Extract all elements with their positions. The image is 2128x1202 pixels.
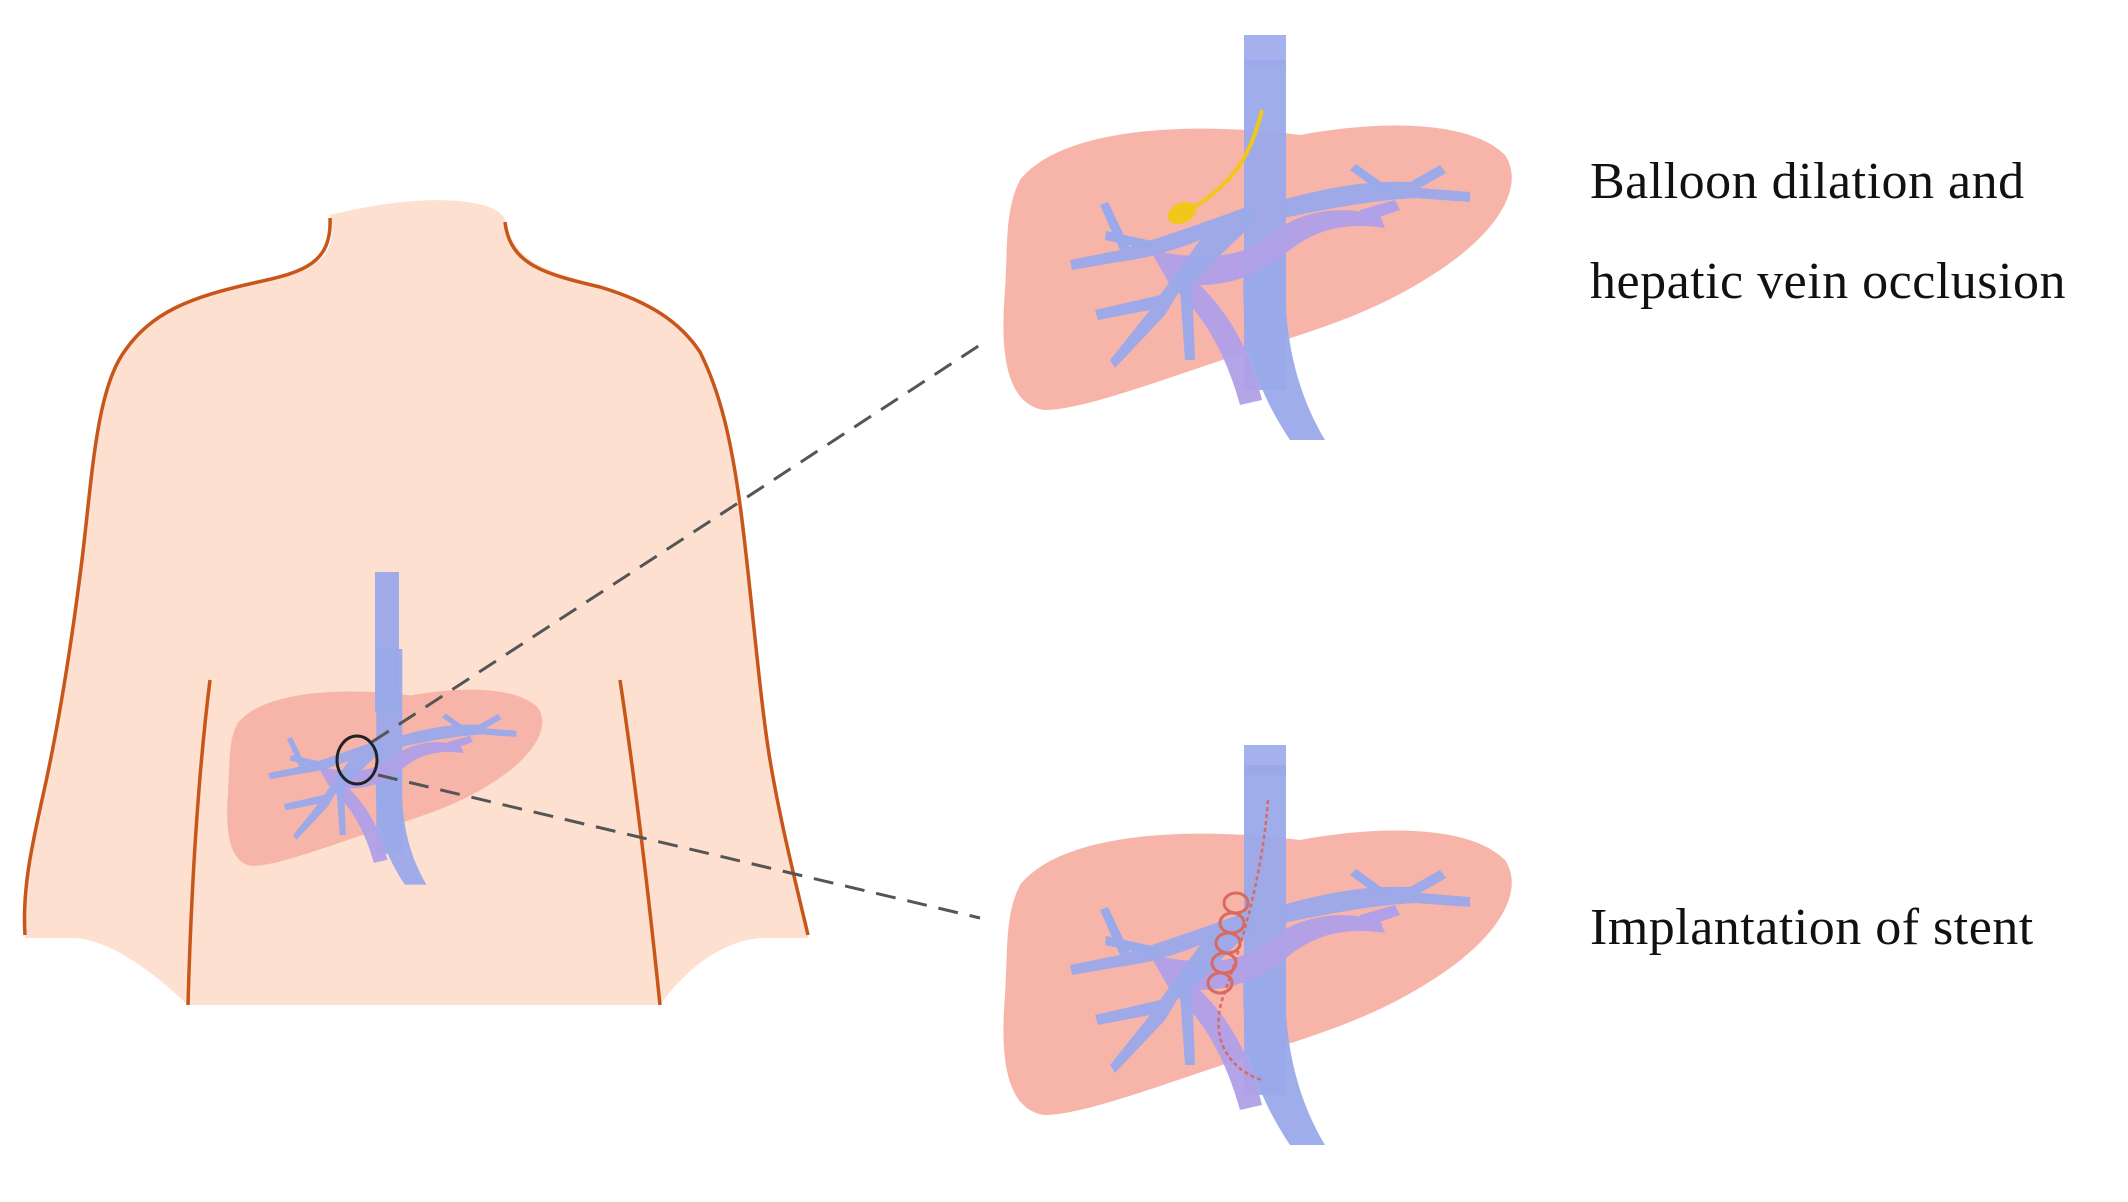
leader-line-bottom: [377, 773, 981, 920]
stent-label: Implantation of stent: [1590, 899, 2034, 956]
liver-stent-view: [1003, 765, 1512, 1145]
stent-icon: [1206, 891, 1250, 995]
bottom-ivc-extension: [1244, 745, 1286, 775]
highlight-circle: [335, 734, 379, 786]
balloon-label-line1: Balloon dilation and: [1590, 153, 2025, 210]
torso-outline: [22, 217, 810, 936]
right-arm-line: [618, 679, 662, 1006]
liver-balloon-view: [1003, 60, 1512, 440]
balloon-icon: [1167, 201, 1197, 225]
torso-silhouette: [24, 200, 808, 1005]
left-arm-line: [186, 679, 212, 1006]
top-ivc-extension: [1244, 35, 1286, 65]
balloon-label-line2: hepatic vein occlusion: [1590, 253, 2066, 310]
leader-line-top: [371, 343, 981, 744]
catheter-wire: [1188, 109, 1264, 212]
torso-ivc: [375, 572, 399, 712]
